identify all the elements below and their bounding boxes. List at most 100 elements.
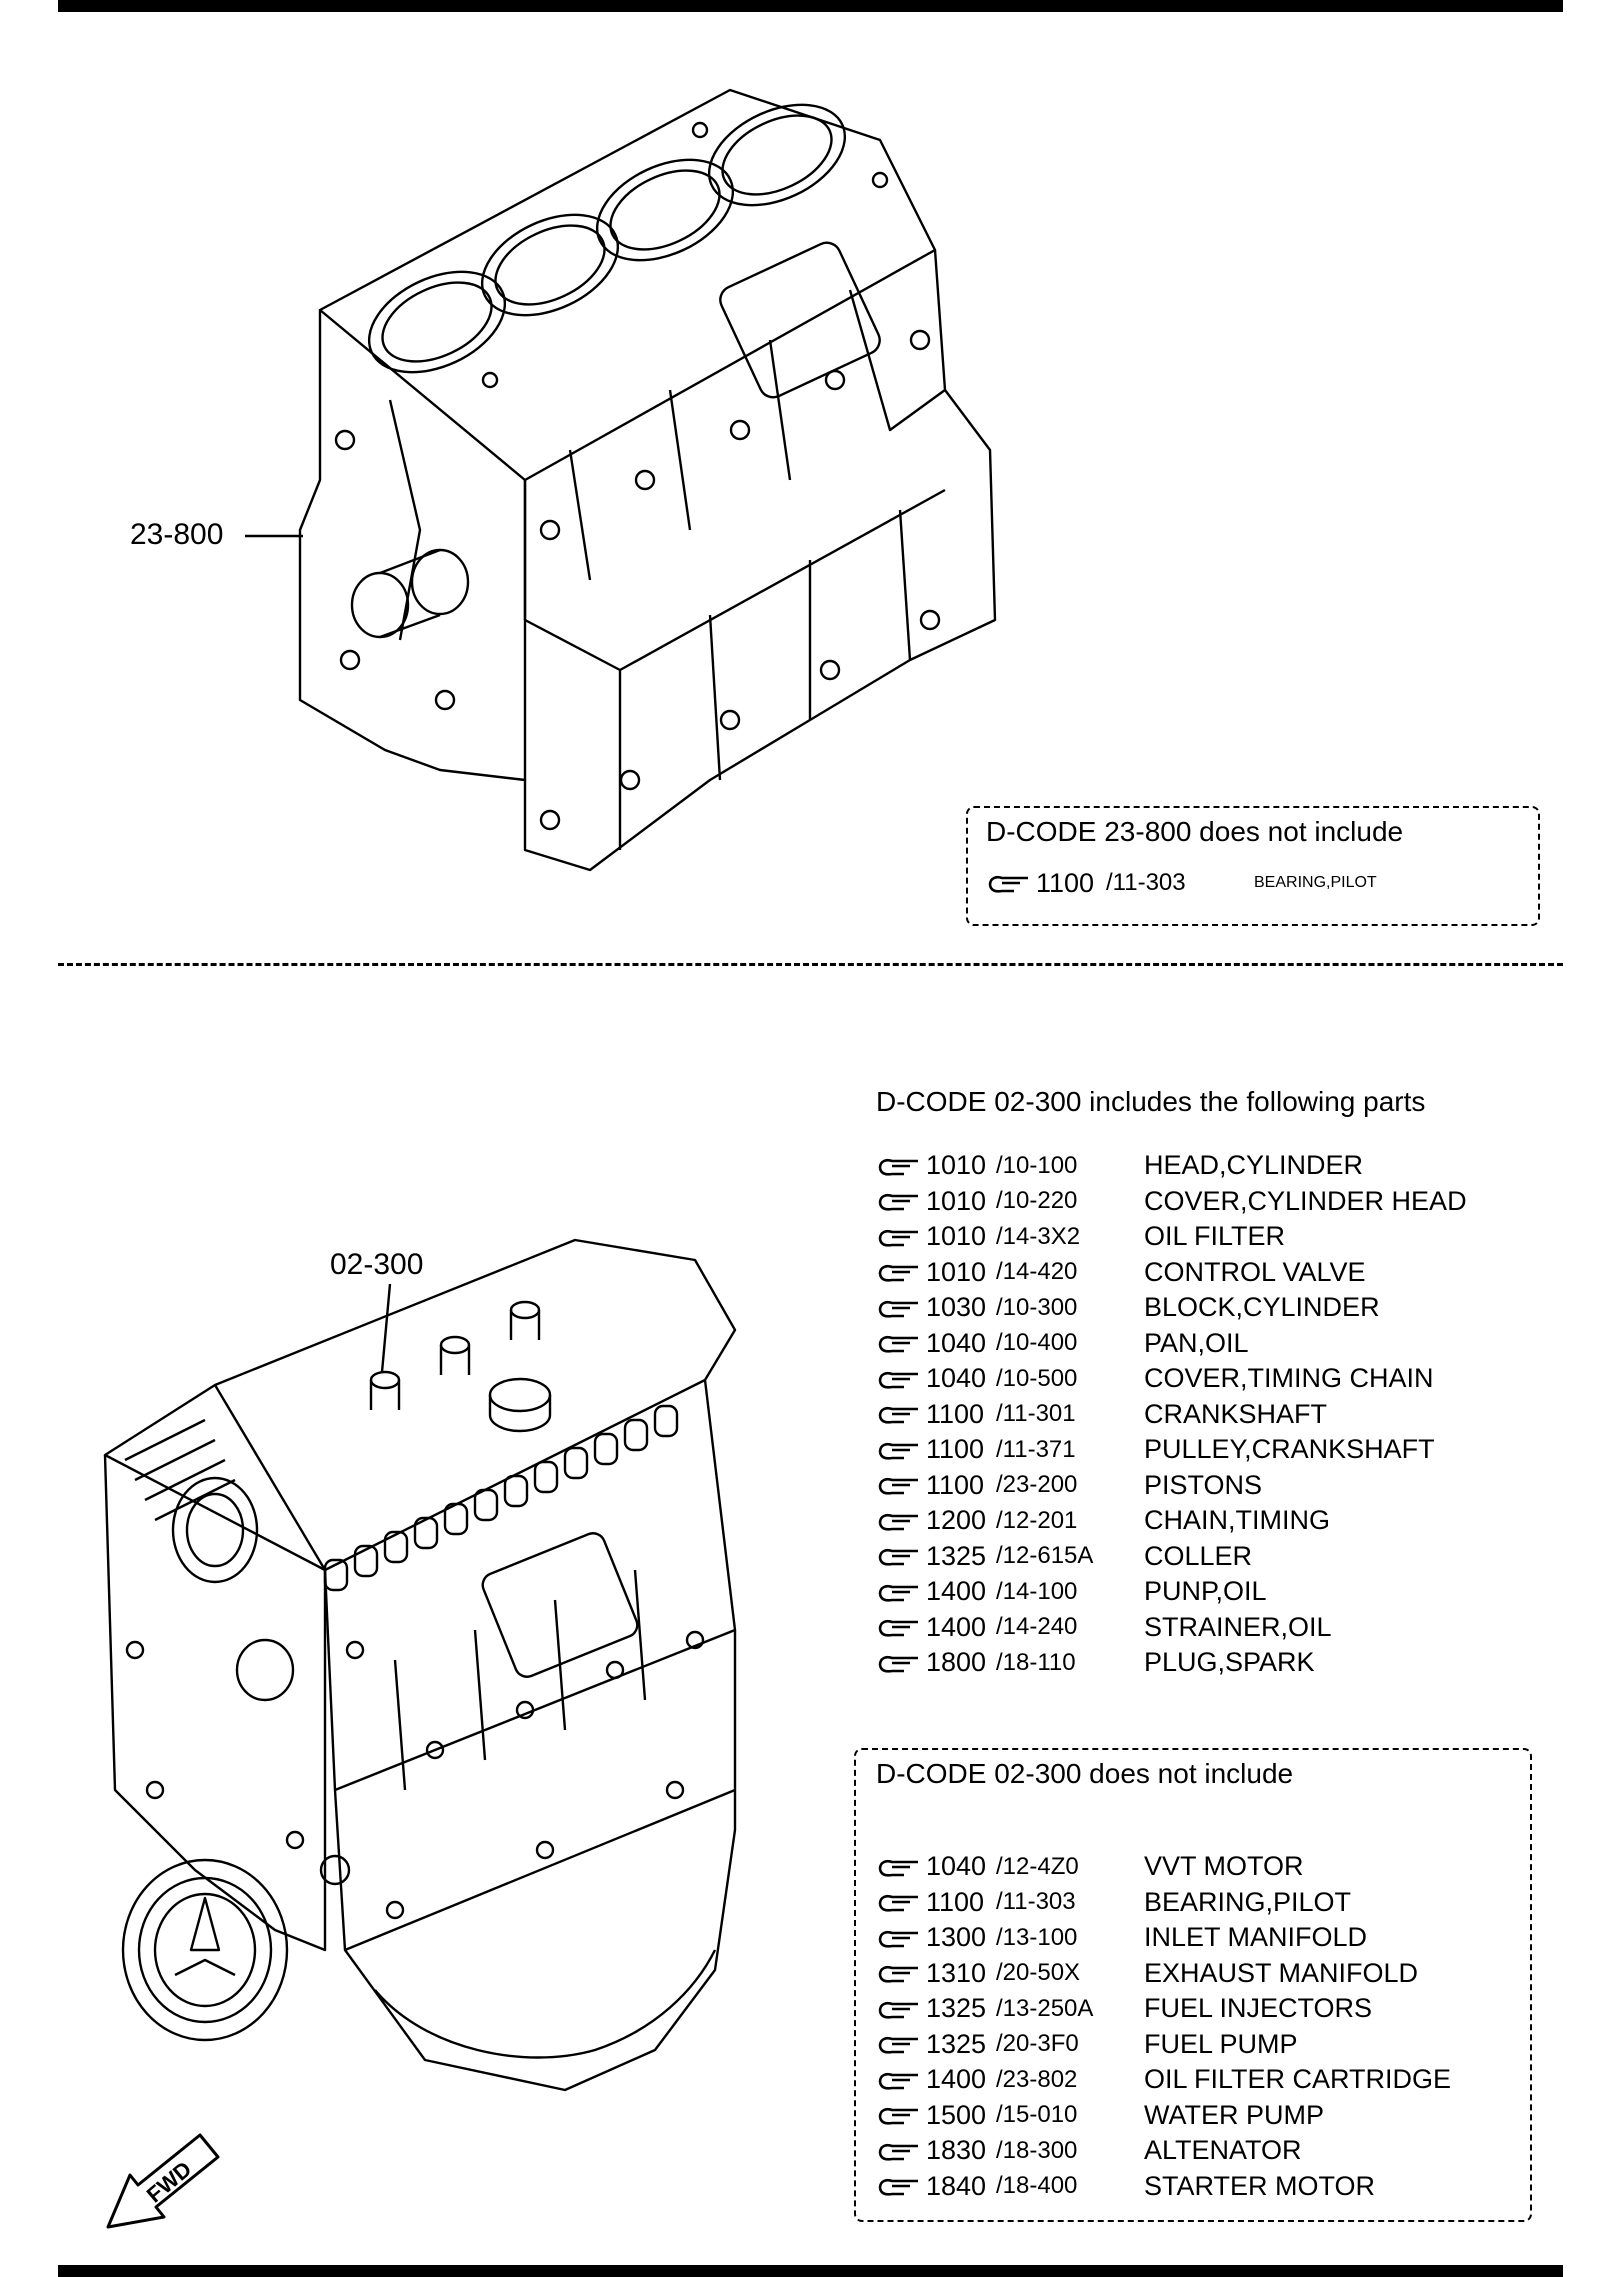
list-item: 1800/18-110 PLUG,SPARK [876,1645,1467,1681]
subcode: /23-802 [996,2065,1078,2093]
excludes-heading: D-CODE 02-300 does not include [876,1758,1294,1789]
dcode: 1100 [926,1886,985,1917]
subcode: /12-4Z0 [996,1852,1079,1880]
part-name: PLUG,SPARK [1144,1647,1315,1678]
part-name: FUEL INJECTORS [1144,1993,1373,2024]
dcode: 1400 [926,1576,987,1607]
dcode: 1200 [926,1505,987,1536]
pointing-hand-icon [878,1158,918,1176]
pointing-hand-icon [878,2072,918,2090]
dcode: 1325 [926,2028,987,2059]
subcode: /11-371 [996,1435,1076,1463]
part-name: PULLEY,CRANKSHAFT [1144,1434,1435,1465]
subcode: /13-100 [996,1923,1078,1951]
callout-02-300: 02-300 [330,1248,424,1281]
subcode: /18-110 [996,1648,1076,1676]
subcode: /10-220 [996,1187,1078,1215]
dcode: 1310 [926,1957,987,1988]
dcode: 1100 [926,1469,985,1500]
dcode: 1010 [926,1185,987,1216]
pointing-hand-icon [988,875,1028,893]
pointing-hand-icon [878,1895,918,1912]
dcode: 1100 [1036,867,1095,898]
part-name: STARTER MOTOR [1144,2170,1376,2201]
list-item: 1010/10-220 COVER,CYLINDER HEAD [876,1184,1467,1220]
list-item: 1100 /11-303 BEARING,PILOT [986,864,1377,902]
part-name: ALTENATOR [1144,2135,1302,2166]
part-name: FUEL PUMP [1144,2028,1298,2059]
dcode: 1030 [926,1292,987,1323]
list-item: 1040/12-4Z0 VVT MOTOR [876,1849,1451,1885]
pointing-hand-icon [878,2037,918,2054]
subcode: /12-615A [996,1542,1094,1570]
dcode: 1800 [926,1647,987,1678]
engine-exclusion-box [854,1748,1532,2222]
pointing-hand-icon [878,1584,918,1602]
subcode: /23-200 [996,1471,1078,1499]
part-name: COVER,TIMING CHAIN [1144,1363,1434,1394]
block-exclusion-list: 1100 /11-303 BEARING,PILOT [986,864,1377,902]
subcode: /12-201 [996,1506,1078,1534]
dcode: 1040 [926,1851,987,1882]
pointing-hand-icon [878,1442,918,1460]
subcode: /20-50X [996,1959,1081,1987]
pointing-hand-icon [878,2001,918,2019]
pointing-hand-icon [878,1655,918,1673]
part-name: BEARING,PILOT [1144,1886,1352,1917]
dcode: 1400 [926,2064,987,2095]
list-item: 1310/20-50X EXHAUST MANIFOLD [876,1956,1451,1992]
list-item: 1040/10-500 COVER,TIMING CHAIN [876,1361,1467,1397]
part-name: PUNP,OIL [1144,1576,1267,1607]
top-border [58,0,1563,12]
part-name: COVER,CYLINDER HEAD [1144,1185,1467,1216]
pointing-hand-icon [878,1930,918,1948]
part-name: OIL FILTER CARTRIDGE [1144,2064,1452,2095]
list-item: 1400/23-802 OIL FILTER CARTRIDGE [876,2062,1451,2098]
subcode: /10-500 [996,1364,1078,1392]
list-item: 1830/18-300 ALTENATOR [876,2133,1451,2169]
part-name: HEAD,CYLINDER [1144,1150,1364,1181]
subcode: /18-400 [996,2172,1078,2200]
subcode: /14-420 [996,1258,1078,1286]
dcode: 1040 [926,1363,987,1394]
dcode: 1010 [926,1150,987,1181]
callout-leader-23-800 [245,534,303,538]
dcode: 1325 [926,1540,987,1571]
subcode: /14-100 [996,1577,1078,1605]
pointing-hand-icon [878,1549,918,1566]
subcode: /11-303 [996,1888,1076,1916]
list-item: 1100/11-303 BEARING,PILOT [876,1885,1451,1921]
pointing-hand-icon [878,2179,918,2196]
part-name: EXHAUST MANIFOLD [1144,1957,1419,1988]
subcode: /13-250A [996,1994,1094,2022]
excludes-list: 1040/12-4Z0 VVT MOTOR 1100/11-303 BEARING,P… [876,1849,1451,2204]
bottom-border [58,2265,1563,2277]
part-name: VVT MOTOR [1144,1851,1304,1882]
pointing-hand-icon [878,2143,918,2161]
pointing-hand-icon [878,1371,918,1389]
part-name: CONTROL VALVE [1144,1256,1366,1287]
pointing-hand-icon [878,1478,918,1495]
list-item: 1400/14-100 PUNP,OIL [876,1574,1467,1610]
pointing-hand-icon [878,1513,918,1531]
pointing-hand-icon [878,2108,918,2125]
part-name: PAN,OIL [1144,1327,1249,1358]
part-name: BLOCK,CYLINDER [1144,1292,1380,1323]
dcode: 1830 [926,2135,987,2166]
pointing-hand-icon [878,1966,918,1983]
dcode: 1325 [926,1993,987,2024]
subcode: /18-300 [996,2136,1078,2164]
part-name: INLET MANIFOLD [1144,1922,1368,1953]
pointing-hand-icon [878,1620,918,1637]
part-name: CRANKSHAFT [1144,1398,1328,1429]
